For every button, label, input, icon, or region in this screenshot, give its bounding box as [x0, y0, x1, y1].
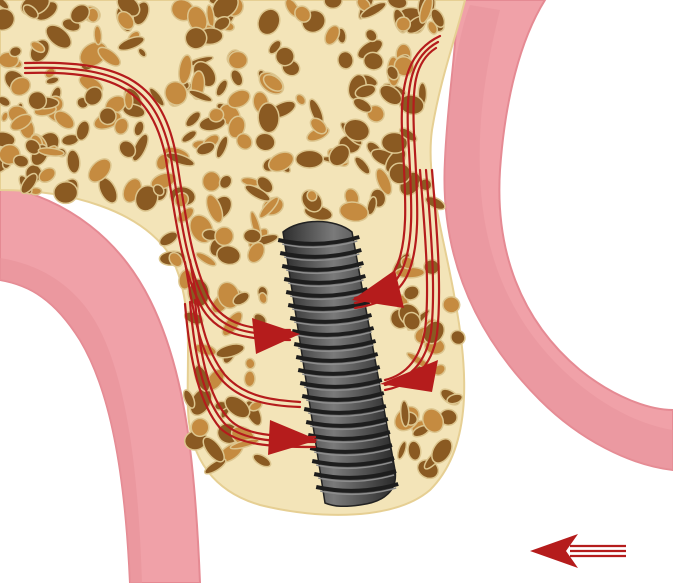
bone-pore — [215, 227, 234, 246]
bone-pore — [389, 163, 411, 184]
bone-pore — [53, 181, 78, 204]
bone-pore — [395, 16, 411, 32]
right-gum-tissue — [444, 0, 673, 470]
bone-pore — [296, 150, 324, 168]
bone-pore — [243, 229, 261, 244]
bone-pore — [202, 171, 221, 192]
bone-pore — [191, 418, 209, 436]
bone-pore — [228, 51, 247, 69]
bone-pore — [244, 371, 255, 387]
double-line-left-arrow-icon — [530, 534, 626, 568]
